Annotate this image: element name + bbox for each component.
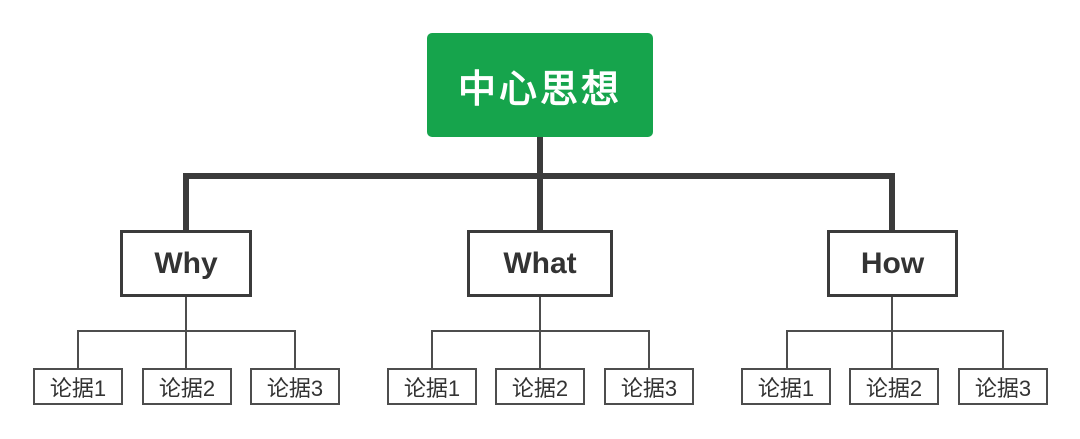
connector-why-child-mid xyxy=(185,297,187,368)
connector-root-vertical xyxy=(537,137,543,231)
branch-node-why: Why xyxy=(120,230,252,297)
leaf-node-why-argument-2: 论据2 xyxy=(142,368,232,405)
connector-what-child-right xyxy=(648,331,650,368)
connector-why-child-left xyxy=(77,331,79,368)
leaf-node-what-argument-1: 论据1 xyxy=(387,368,477,405)
connector-how-vertical xyxy=(889,176,895,230)
leaf-node-why-argument-3: 论据3 xyxy=(250,368,340,405)
connector-why-vertical xyxy=(183,176,189,230)
leaf-node-how-argument-3: 论据3 xyxy=(958,368,1048,405)
connector-what-child-mid xyxy=(539,297,541,368)
leaf-node-how-argument-2: 论据2 xyxy=(849,368,939,405)
root-node-central-idea: 中心思想 xyxy=(427,33,653,137)
connector-how-child-mid xyxy=(891,297,893,368)
leaf-node-how-argument-1: 论据1 xyxy=(741,368,831,405)
leaf-node-why-argument-1: 论据1 xyxy=(33,368,123,405)
connector-what-child-bus xyxy=(431,330,650,332)
branch-node-how: How xyxy=(827,230,958,297)
connector-how-child-bus xyxy=(786,330,1004,332)
connector-why-child-right xyxy=(294,331,296,368)
branch-node-what: What xyxy=(467,230,613,297)
connector-how-child-right xyxy=(1002,331,1004,368)
leaf-node-what-argument-2: 论据2 xyxy=(495,368,585,405)
leaf-node-what-argument-3: 论据3 xyxy=(604,368,694,405)
connector-how-child-left xyxy=(786,331,788,368)
connector-what-child-left xyxy=(431,331,433,368)
connector-level1-bus xyxy=(183,173,895,179)
connector-why-child-bus xyxy=(77,330,296,332)
